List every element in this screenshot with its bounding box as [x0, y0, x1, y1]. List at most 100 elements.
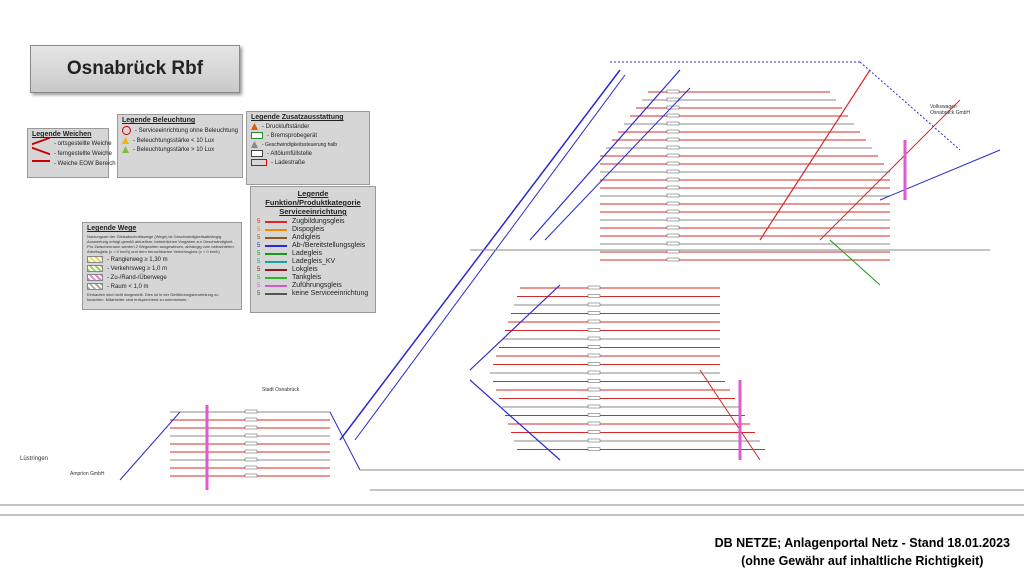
legend-beleuchtung-heading: Legende Beleuchtung — [122, 117, 196, 124]
legend-wege-row: - Zu-/Rand-/Überwege — [87, 274, 237, 281]
upper-exit-track — [879, 149, 1001, 201]
legend-funktion-num: 5 — [257, 234, 261, 241]
legend-wege-row: - Raum < 1,0 m — [87, 283, 237, 290]
lower-yard-label-box — [587, 319, 601, 324]
legend-weichen-row: - ortsgestellte Weiche — [32, 136, 112, 152]
legend-beleuchtung-row: - Serviceeinrichtung ohne Beleuchtung — [122, 126, 238, 135]
main-line-diagonal — [354, 74, 626, 441]
lower-yard-label-box — [587, 328, 601, 332]
lower-fan-right — [699, 369, 761, 461]
legend-wege-heading: Legende Wege — [87, 225, 137, 232]
legend-funktion-label: Ladegleis — [292, 250, 322, 257]
legend-funktion-label: Andigleis — [292, 234, 321, 241]
air-stand-icon — [251, 123, 258, 130]
speed-control-icon — [251, 141, 258, 148]
legend-funktion-swatch — [265, 252, 287, 255]
upper-yard-label-box — [666, 145, 680, 150]
upper-yard-label-box — [666, 217, 680, 222]
legend-beleuchtung-row: - Beleuchtungsstärke < 10 Lux — [122, 137, 238, 144]
lower-yard-label-box — [587, 285, 601, 290]
left-yard-label-box — [244, 465, 258, 470]
lower-yard-label-box — [587, 345, 601, 349]
upper-yard-label-box — [666, 185, 680, 190]
footer-line-2: (ohne Gewähr auf inhaltliche Richtigkeit… — [741, 554, 984, 568]
upper-yard-label-box — [666, 225, 680, 230]
left-yard-label-box — [244, 433, 258, 438]
left-yard-label-box — [244, 449, 258, 454]
legend-funktion-row: 5 Andigleis — [257, 234, 369, 241]
legend-funktion-num: 5 — [257, 274, 261, 281]
way-traffic-swatch — [87, 265, 103, 272]
legend-funktion-num: 5 — [257, 226, 261, 233]
upper-yard-label-box — [666, 177, 680, 182]
legend-funktion-heading: Legende Funktion/Produktkategorie Servic… — [265, 189, 361, 216]
footer: DB NETZE; Anlagenportal Netz - Stand 18.… — [715, 534, 1010, 570]
legend-funktion-swatch — [265, 244, 287, 247]
legend-weichen-row: - ferngestellte Weiche — [32, 146, 112, 162]
way-cross-swatch — [87, 274, 103, 281]
upper-yard-label-box — [666, 161, 680, 166]
way-shunting-swatch — [87, 256, 103, 263]
lower-yard-label-box — [587, 438, 601, 443]
lamp-low-icon — [122, 137, 129, 144]
lower-yard-label-box — [587, 353, 601, 358]
legend-funktion-swatch — [265, 228, 287, 231]
left-yard-label-box — [244, 425, 258, 430]
brake-test-icon — [251, 132, 263, 139]
place-vw: Volkswagen Osnabrück GmbH — [930, 104, 971, 116]
loading-road-icon — [251, 159, 267, 166]
legend-zusatz-row: - Druckluftständer — [251, 123, 365, 130]
lower-fan-left — [469, 284, 561, 371]
legend-beleuchtung-row: - Beleuchtungsstärke > 10 Lux — [122, 146, 238, 153]
green-loading-track — [829, 239, 881, 286]
way-room-swatch — [87, 283, 103, 290]
legend-funktion-label: Ladegleis_KV — [292, 258, 336, 265]
legend-zusatz-row: - Altölumfüllstelle — [251, 150, 365, 157]
upper-fan-right — [819, 99, 961, 241]
legend-funktion-swatch — [265, 268, 287, 271]
legend-funktion-row: 5 Dispogleis — [257, 226, 369, 233]
lower-yard-label-box — [587, 336, 601, 341]
legend-beleuchtung: Legende Beleuchtung - Serviceeinrichtung… — [117, 114, 243, 178]
left-yard-label-box — [244, 441, 258, 446]
place-amprion: Amprion GmbH — [70, 471, 105, 477]
upper-fan-left — [529, 69, 681, 241]
legend-funktion-row: 5 Ladegleis — [257, 250, 369, 257]
legend-funktion-num: 5 — [257, 250, 261, 257]
lower-yard-label-box — [587, 413, 601, 417]
lower-yard-label-box — [587, 311, 601, 315]
upper-yard-label-box — [666, 129, 680, 134]
lower-fan-left — [469, 379, 561, 461]
left-fan — [329, 411, 361, 471]
upper-yard-label-box — [666, 233, 680, 238]
upper-fan-left — [544, 87, 691, 241]
upper-yard-label-box — [666, 89, 680, 94]
legend-funktion-label: Dispogleis — [292, 226, 325, 233]
left-yard-label-box — [244, 409, 258, 414]
legend-funktion-swatch — [265, 284, 287, 287]
upper-yard-label-box — [666, 241, 680, 246]
legend-funktion-num: 5 — [257, 266, 261, 273]
oil-station-icon — [251, 150, 263, 157]
lower-yard-label-box — [587, 387, 601, 392]
legend-funktion-label: Zugbildungsgleis — [292, 218, 345, 225]
legend-wege-row: - Verkehrsweg ≥ 1,0 m — [87, 265, 237, 272]
no-light-icon — [122, 126, 131, 135]
upper-yard-label-box — [666, 201, 680, 206]
legend-funktion-num: 5 — [257, 242, 261, 249]
left-yard-label-box — [244, 473, 258, 478]
legend-zusatz-row: - Geschwindigkeitssteuerung halb — [251, 141, 365, 148]
legend-weichen-heading: Legende Weichen — [32, 131, 92, 138]
lamp-high-icon — [122, 146, 129, 153]
lower-yard-label-box — [587, 404, 601, 409]
lower-yard-label-box — [587, 362, 601, 366]
upper-yard-label-box — [666, 137, 680, 142]
legend-wege-footnote: Einbauten sind nicht dargestellt. Dies i… — [87, 292, 219, 302]
left-yard-label-box — [244, 417, 258, 422]
